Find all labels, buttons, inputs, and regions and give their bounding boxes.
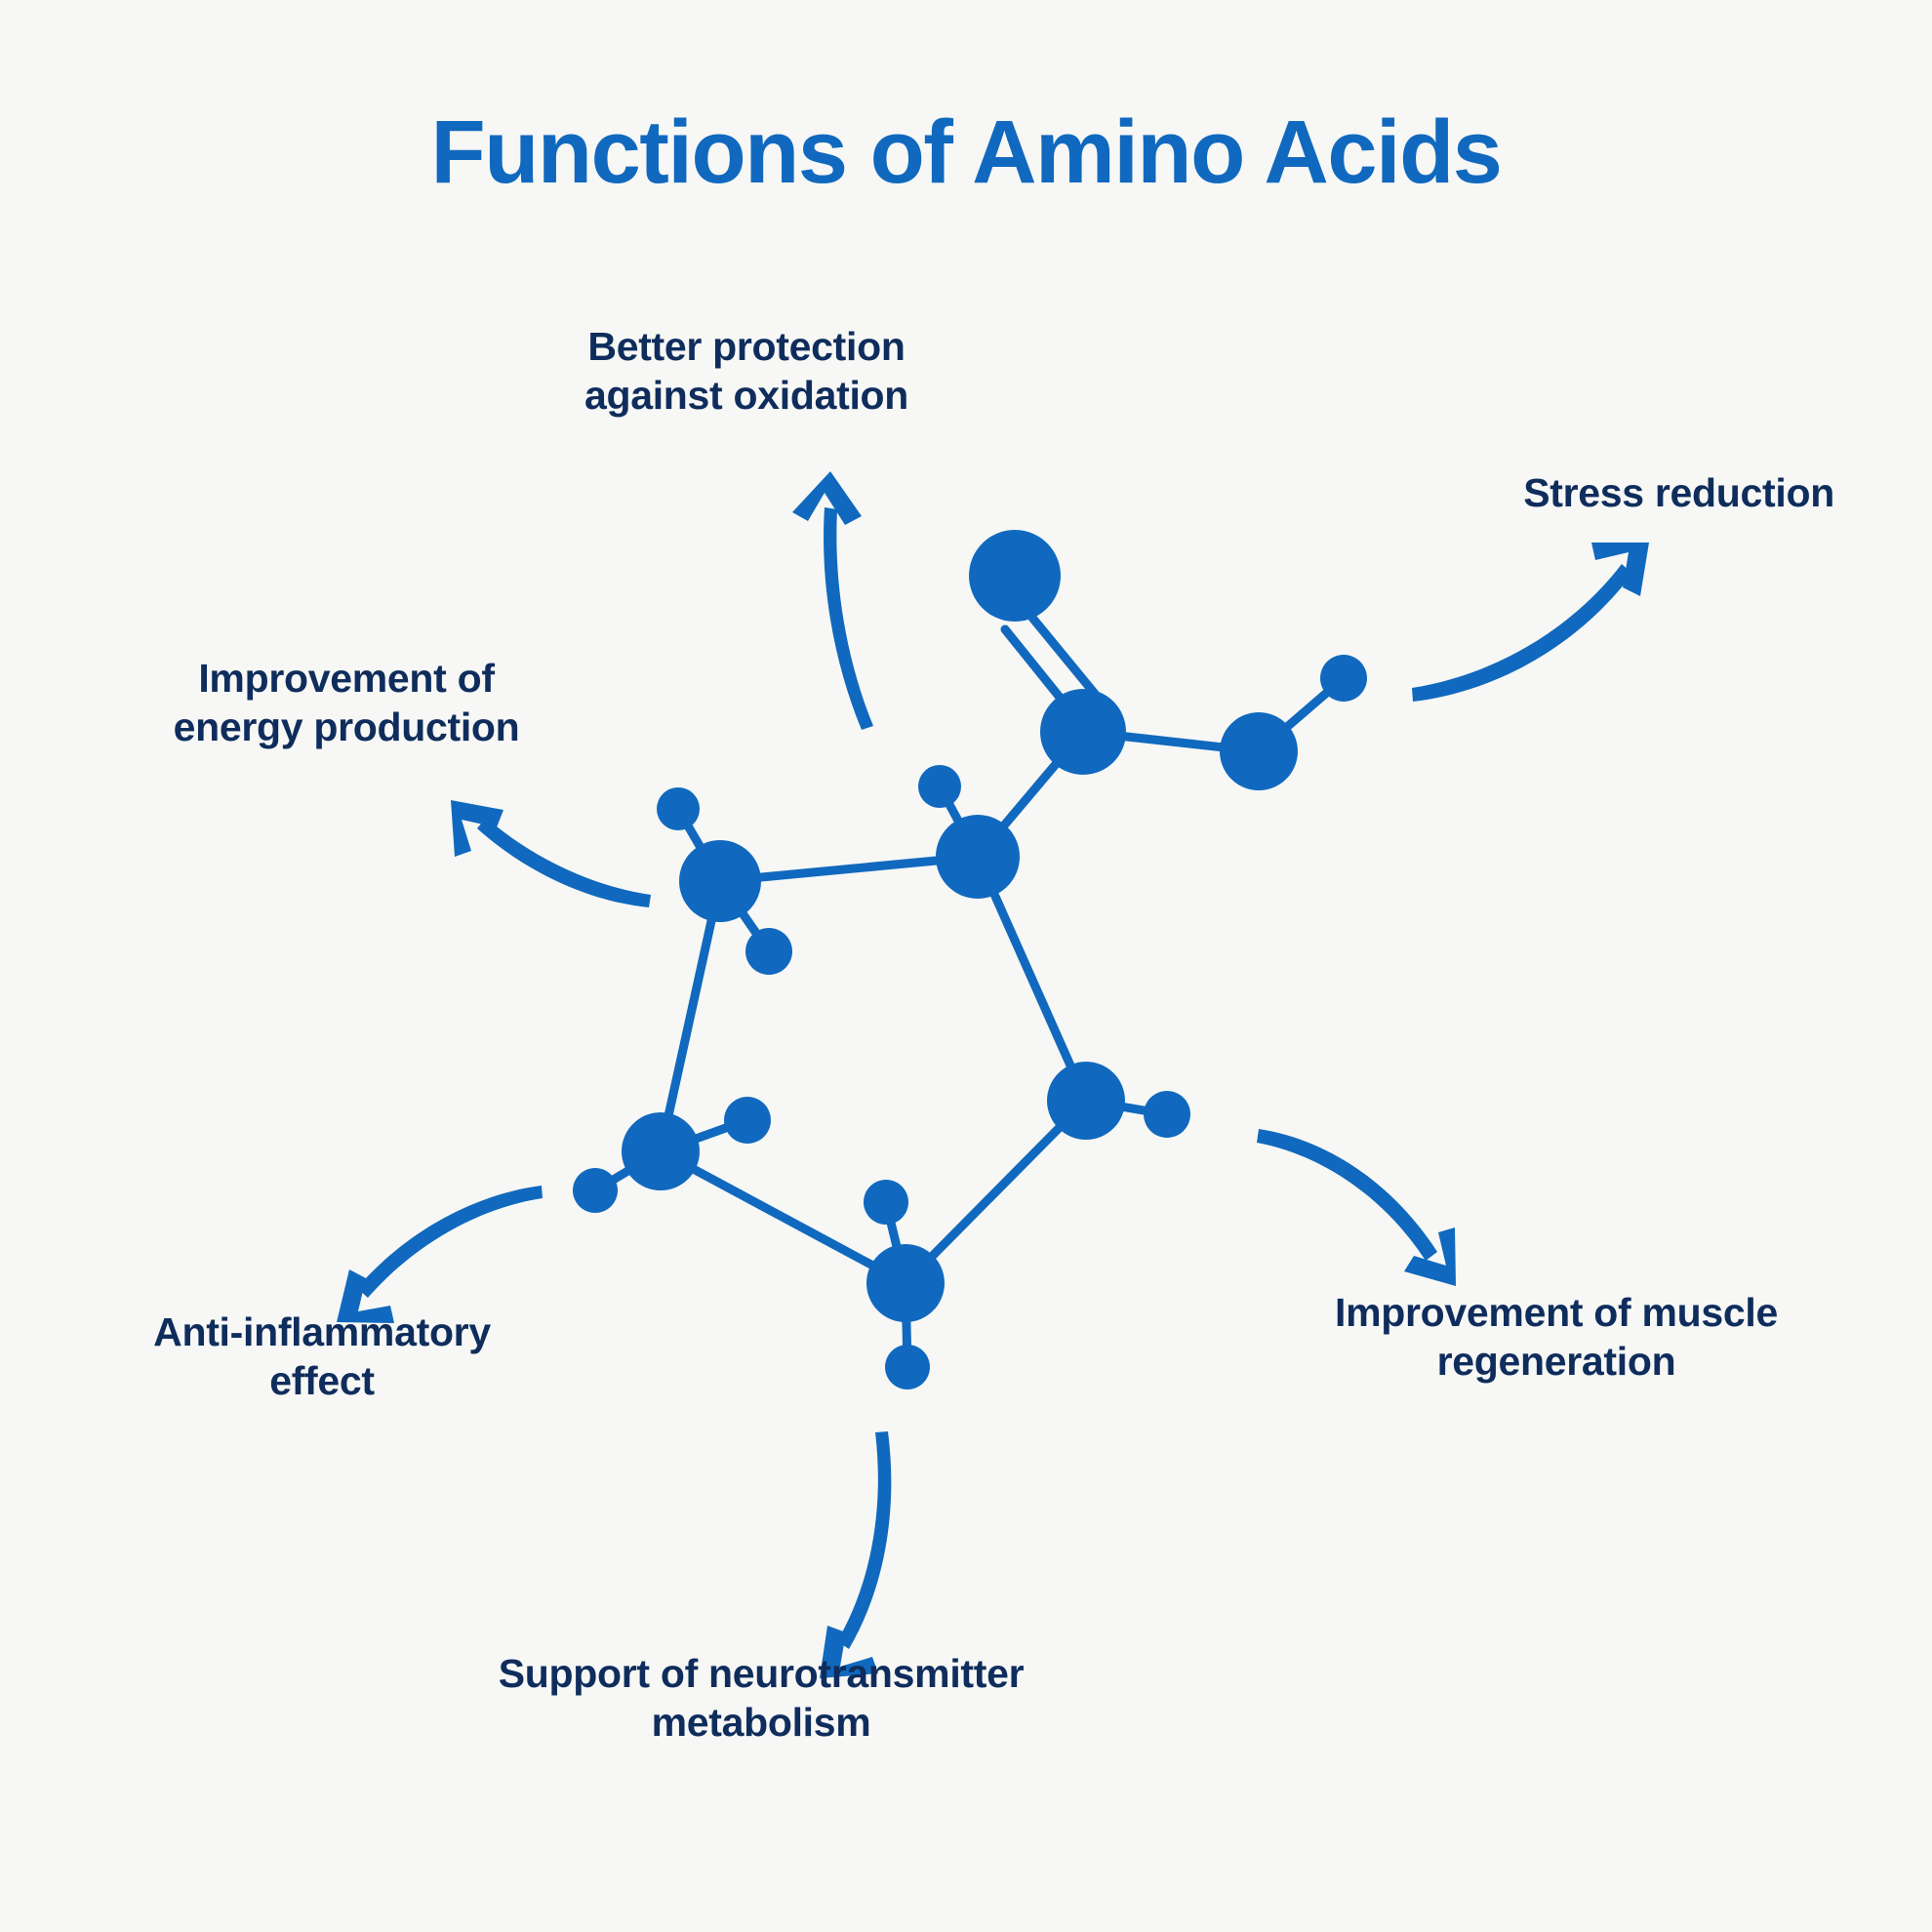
- bond-alpha-h: [935, 782, 983, 862]
- label-anti-inflammatory-effect: Anti-inflammatory effect: [68, 1308, 576, 1405]
- label-antiinflammatory-line2: effect: [269, 1358, 375, 1404]
- bond-bottom-h-down: [901, 1278, 912, 1372]
- label-improvement-of-energy-production: Improvement of energy production: [107, 654, 585, 751]
- label-neurotransmitter-line2: metabolism: [651, 1700, 871, 1746]
- atom-hydrogen-upper-left-a: [657, 787, 700, 830]
- page-title: Functions of Amino Acids: [430, 102, 1503, 202]
- label-oxidation-line1: Better protection: [587, 324, 906, 369]
- bond-oh-h: [1254, 673, 1348, 756]
- bond-double-a: [1027, 613, 1100, 699]
- label-energy-line1: Improvement of: [198, 656, 495, 701]
- label-antiinflammatory-line1: Anti-inflammatory: [153, 1309, 491, 1354]
- bond-ring-top: [715, 852, 983, 886]
- atom-alpha-carbon: [936, 815, 1020, 899]
- arrow-to-antiinflammatory-icon: [337, 1186, 543, 1323]
- label-neurotransmitter-line1: Support of neurotransmitter: [498, 1651, 1025, 1696]
- label-energy-line2: energy production: [173, 704, 520, 750]
- bond-ul-h-b: [715, 876, 774, 956]
- atom-hydrogen-bottom-down: [885, 1345, 930, 1389]
- atom-hydrogen-upper-left-b: [745, 928, 792, 975]
- atom-terminal-hydrogen-right: [1320, 655, 1367, 702]
- molecule-atoms: [573, 530, 1367, 1389]
- atom-hydroxyl-oxygen: [1220, 712, 1298, 790]
- label-muscle-line1: Improvement of muscle: [1335, 1290, 1778, 1335]
- bond-ring-bottom-right: [901, 1096, 1091, 1288]
- label-better-protection-against-oxidation: Better protection against oxidation: [517, 322, 976, 420]
- arrow-to-oxidation-icon: [792, 471, 873, 730]
- atom-alpha-hydrogen: [918, 765, 961, 808]
- bond-ul-h-a: [673, 804, 725, 886]
- atom-ring-carbon-lower-left: [622, 1112, 700, 1190]
- atom-hydrogen-right: [1144, 1091, 1190, 1138]
- bond-c-oh: [1078, 727, 1264, 756]
- atom-ring-carbon-right: [1047, 1062, 1125, 1140]
- bond-c-alpha: [973, 727, 1088, 862]
- bond-ring-right: [973, 852, 1091, 1106]
- label-muscle-line2: regeneration: [1436, 1339, 1676, 1385]
- bond-ring-bottom-left: [656, 1147, 910, 1288]
- arrow-to-neurotransmitter-icon: [820, 1431, 892, 1678]
- label-stress-reduction: Stress reduction: [1259, 468, 1834, 517]
- label-support-of-neurotransmitter-metabolism: Support of neurotransmitter metabolism: [390, 1649, 1132, 1747]
- label-stress-line1: Stress reduction: [1523, 470, 1834, 515]
- label-improvement-of-muscle-regeneration: Improvement of muscle regeneration: [1268, 1288, 1844, 1386]
- arrow-to-energy-icon: [451, 800, 651, 907]
- atom-hydrogen-lower-left-a: [724, 1097, 771, 1144]
- atom-ring-carbon-upper-left: [679, 840, 761, 922]
- arrow-to-stress-icon: [1412, 543, 1649, 702]
- label-oxidation-line2: against oxidation: [584, 373, 909, 419]
- atom-oxygen-double-bond-top: [969, 530, 1061, 622]
- bond-ring-left: [656, 876, 725, 1156]
- arrow-to-muscle-icon: [1257, 1129, 1456, 1286]
- bond-ll-h-b: [590, 1147, 665, 1195]
- bond-right-h: [1081, 1096, 1172, 1119]
- atom-ring-carbon-bottom: [866, 1244, 945, 1322]
- atom-hydrogen-lower-left-b: [573, 1168, 618, 1213]
- atom-carboxyl-carbon: [1040, 689, 1126, 775]
- atom-hydrogen-bottom-top: [864, 1180, 908, 1225]
- bond-bottom-h-up: [881, 1197, 910, 1288]
- molecule-bonds: [590, 613, 1348, 1372]
- bond-ll-h-a: [656, 1115, 752, 1156]
- bond-double-b: [1000, 624, 1070, 709]
